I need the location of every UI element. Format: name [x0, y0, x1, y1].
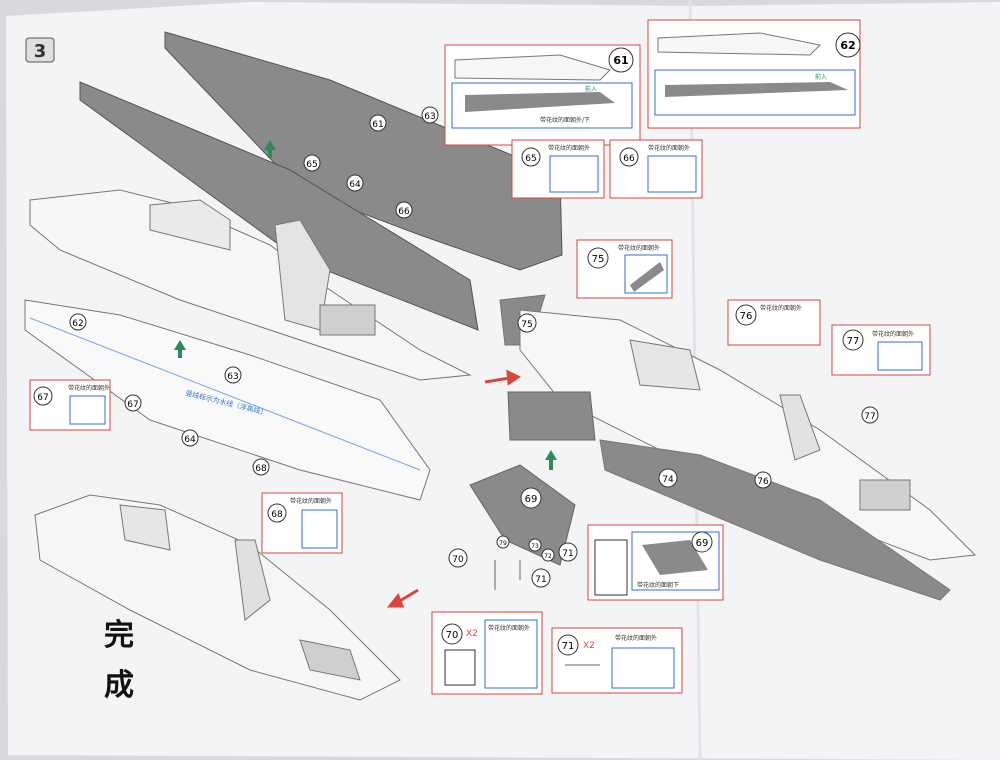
- svg-text:69: 69: [525, 494, 538, 505]
- svg-text:61: 61: [372, 120, 383, 130]
- svg-text:带花纹的面朝下: 带花纹的面朝下: [637, 581, 679, 589]
- svg-text:75: 75: [521, 320, 532, 330]
- part-callout-69: 69: [520, 487, 542, 509]
- detail-box-68: 68 带花纹的面朝外: [261, 492, 343, 554]
- svg-text:70: 70: [452, 555, 464, 565]
- svg-text:66: 66: [623, 154, 635, 164]
- svg-text:68: 68: [255, 464, 267, 474]
- part-callout-72: 72: [541, 548, 555, 562]
- svg-text:76: 76: [757, 477, 769, 487]
- svg-text:70: 70: [446, 630, 459, 641]
- detail-box-69: 69 带花纹的面朝下: [587, 524, 724, 601]
- svg-text:62: 62: [72, 319, 83, 329]
- svg-text:76: 76: [740, 311, 753, 322]
- svg-text:成: 成: [104, 668, 134, 703]
- part-callout-74: 74: [658, 468, 678, 488]
- part-callout-61: 61: [369, 114, 387, 132]
- part-callout-79: 79: [496, 535, 510, 549]
- svg-text:带花纹的面朝外: 带花纹的面朝外: [290, 497, 332, 505]
- svg-text:带花纹的面朝外: 带花纹的面朝外: [68, 384, 110, 392]
- green-arrow-icon: [545, 450, 557, 470]
- detail-box-62: 62 前入: [647, 19, 861, 129]
- svg-text:3: 3: [34, 41, 47, 62]
- svg-text:完: 完: [104, 618, 134, 653]
- svg-text:带花纹的面朝外: 带花纹的面朝外: [488, 624, 530, 632]
- detail-box-75: 75 带花纹的面朝外: [576, 239, 673, 299]
- detail-box-71: 71 X2 带花纹的面朝外: [551, 627, 683, 694]
- svg-text:77: 77: [847, 336, 860, 347]
- svg-text:61: 61: [613, 54, 628, 67]
- svg-text:71: 71: [535, 575, 546, 585]
- green-arrow-icon: [264, 140, 276, 158]
- part-callout-63: 63: [421, 106, 439, 124]
- svg-text:X2: X2: [466, 629, 478, 639]
- svg-text:73: 73: [531, 543, 539, 550]
- svg-text:67: 67: [127, 400, 138, 410]
- svg-text:72: 72: [544, 553, 552, 560]
- detail-box-65: 65 带花纹的面朝外: [511, 139, 605, 199]
- part-callout-67: 67: [124, 394, 142, 412]
- svg-text:前入: 前入: [585, 85, 597, 93]
- detail-box-70: 70 X2 带花纹的面朝外: [431, 611, 543, 695]
- svg-text:前入: 前入: [815, 73, 827, 81]
- detail-box-77: 77 带花纹的面朝外: [831, 324, 931, 376]
- svg-text:68: 68: [271, 510, 283, 520]
- svg-text:62: 62: [840, 39, 855, 52]
- svg-text:66: 66: [398, 207, 410, 217]
- svg-text:63: 63: [227, 372, 238, 382]
- detail-box-66: 66 带花纹的面朝外: [609, 139, 703, 199]
- part-callout-65: 65: [303, 154, 321, 172]
- red-arrow-icon: [386, 588, 419, 608]
- rudder-assembly: [469, 391, 596, 590]
- part-callout-76: 76: [754, 471, 772, 489]
- svg-text:67: 67: [37, 393, 48, 403]
- svg-text:X2: X2: [583, 641, 595, 651]
- svg-text:74: 74: [662, 475, 674, 485]
- svg-text:65: 65: [306, 160, 317, 170]
- detail-box-76: 76 带花纹的面朝外: [727, 299, 821, 346]
- ship-upper-assembly: [24, 189, 472, 501]
- svg-text:带花纹的面朝外: 带花纹的面朝外: [760, 304, 802, 312]
- part-callout-70: 70: [448, 548, 468, 568]
- svg-text:63: 63: [424, 112, 435, 122]
- svg-text:带花纹的面朝外/下: 带花纹的面朝外/下: [540, 116, 590, 124]
- svg-text:71: 71: [562, 549, 573, 559]
- svg-text:64: 64: [349, 180, 361, 190]
- red-arrow-icon: [484, 369, 521, 386]
- svg-text:带花纹的面朝外: 带花纹的面朝外: [548, 144, 590, 152]
- part-callout-64-upper: 64: [346, 174, 364, 192]
- step-badge: 3: [25, 37, 55, 63]
- svg-text:带花纹的面朝外: 带花纹的面朝外: [615, 634, 657, 642]
- part-callout-64-lower: 64: [181, 429, 199, 447]
- part-callout-73: 73: [528, 538, 542, 552]
- svg-text:75: 75: [592, 254, 605, 265]
- finished-ship: [34, 494, 401, 701]
- part-callout-71: 71: [558, 542, 578, 562]
- ship-right-assembly: [499, 294, 977, 601]
- svg-text:带花纹的面朝外: 带花纹的面朝外: [618, 244, 660, 252]
- part-callout-62-lower: 62: [69, 313, 87, 331]
- svg-text:带花纹的面朝外: 带花纹的面朝外: [648, 144, 690, 152]
- svg-text:64: 64: [184, 435, 196, 445]
- part-callout-63-lower: 63: [224, 366, 242, 384]
- svg-text:77: 77: [864, 412, 875, 422]
- hull-side-panel-62: [79, 81, 479, 331]
- detail-box-67: 67 带花纹的面朝外: [29, 379, 111, 431]
- detail-box-61: 61 前入 带花纹的面朝外/下: [444, 44, 641, 146]
- svg-text:65: 65: [525, 154, 536, 164]
- svg-text:69: 69: [696, 538, 709, 549]
- part-callout-71-b: 71: [531, 568, 551, 588]
- hull-side-panel-61: [164, 31, 563, 271]
- svg-text:带花纹的面朝外: 带花纹的面朝外: [872, 330, 914, 338]
- finish-label: 完 成: [104, 618, 134, 703]
- svg-text:71: 71: [562, 641, 575, 652]
- green-arrow-icon: [174, 340, 186, 358]
- part-callout-77: 77: [861, 406, 879, 424]
- part-callout-66: 66: [395, 201, 413, 219]
- part-callout-75: 75: [517, 313, 537, 333]
- part-callout-68: 68: [252, 458, 270, 476]
- svg-text:79: 79: [499, 540, 507, 547]
